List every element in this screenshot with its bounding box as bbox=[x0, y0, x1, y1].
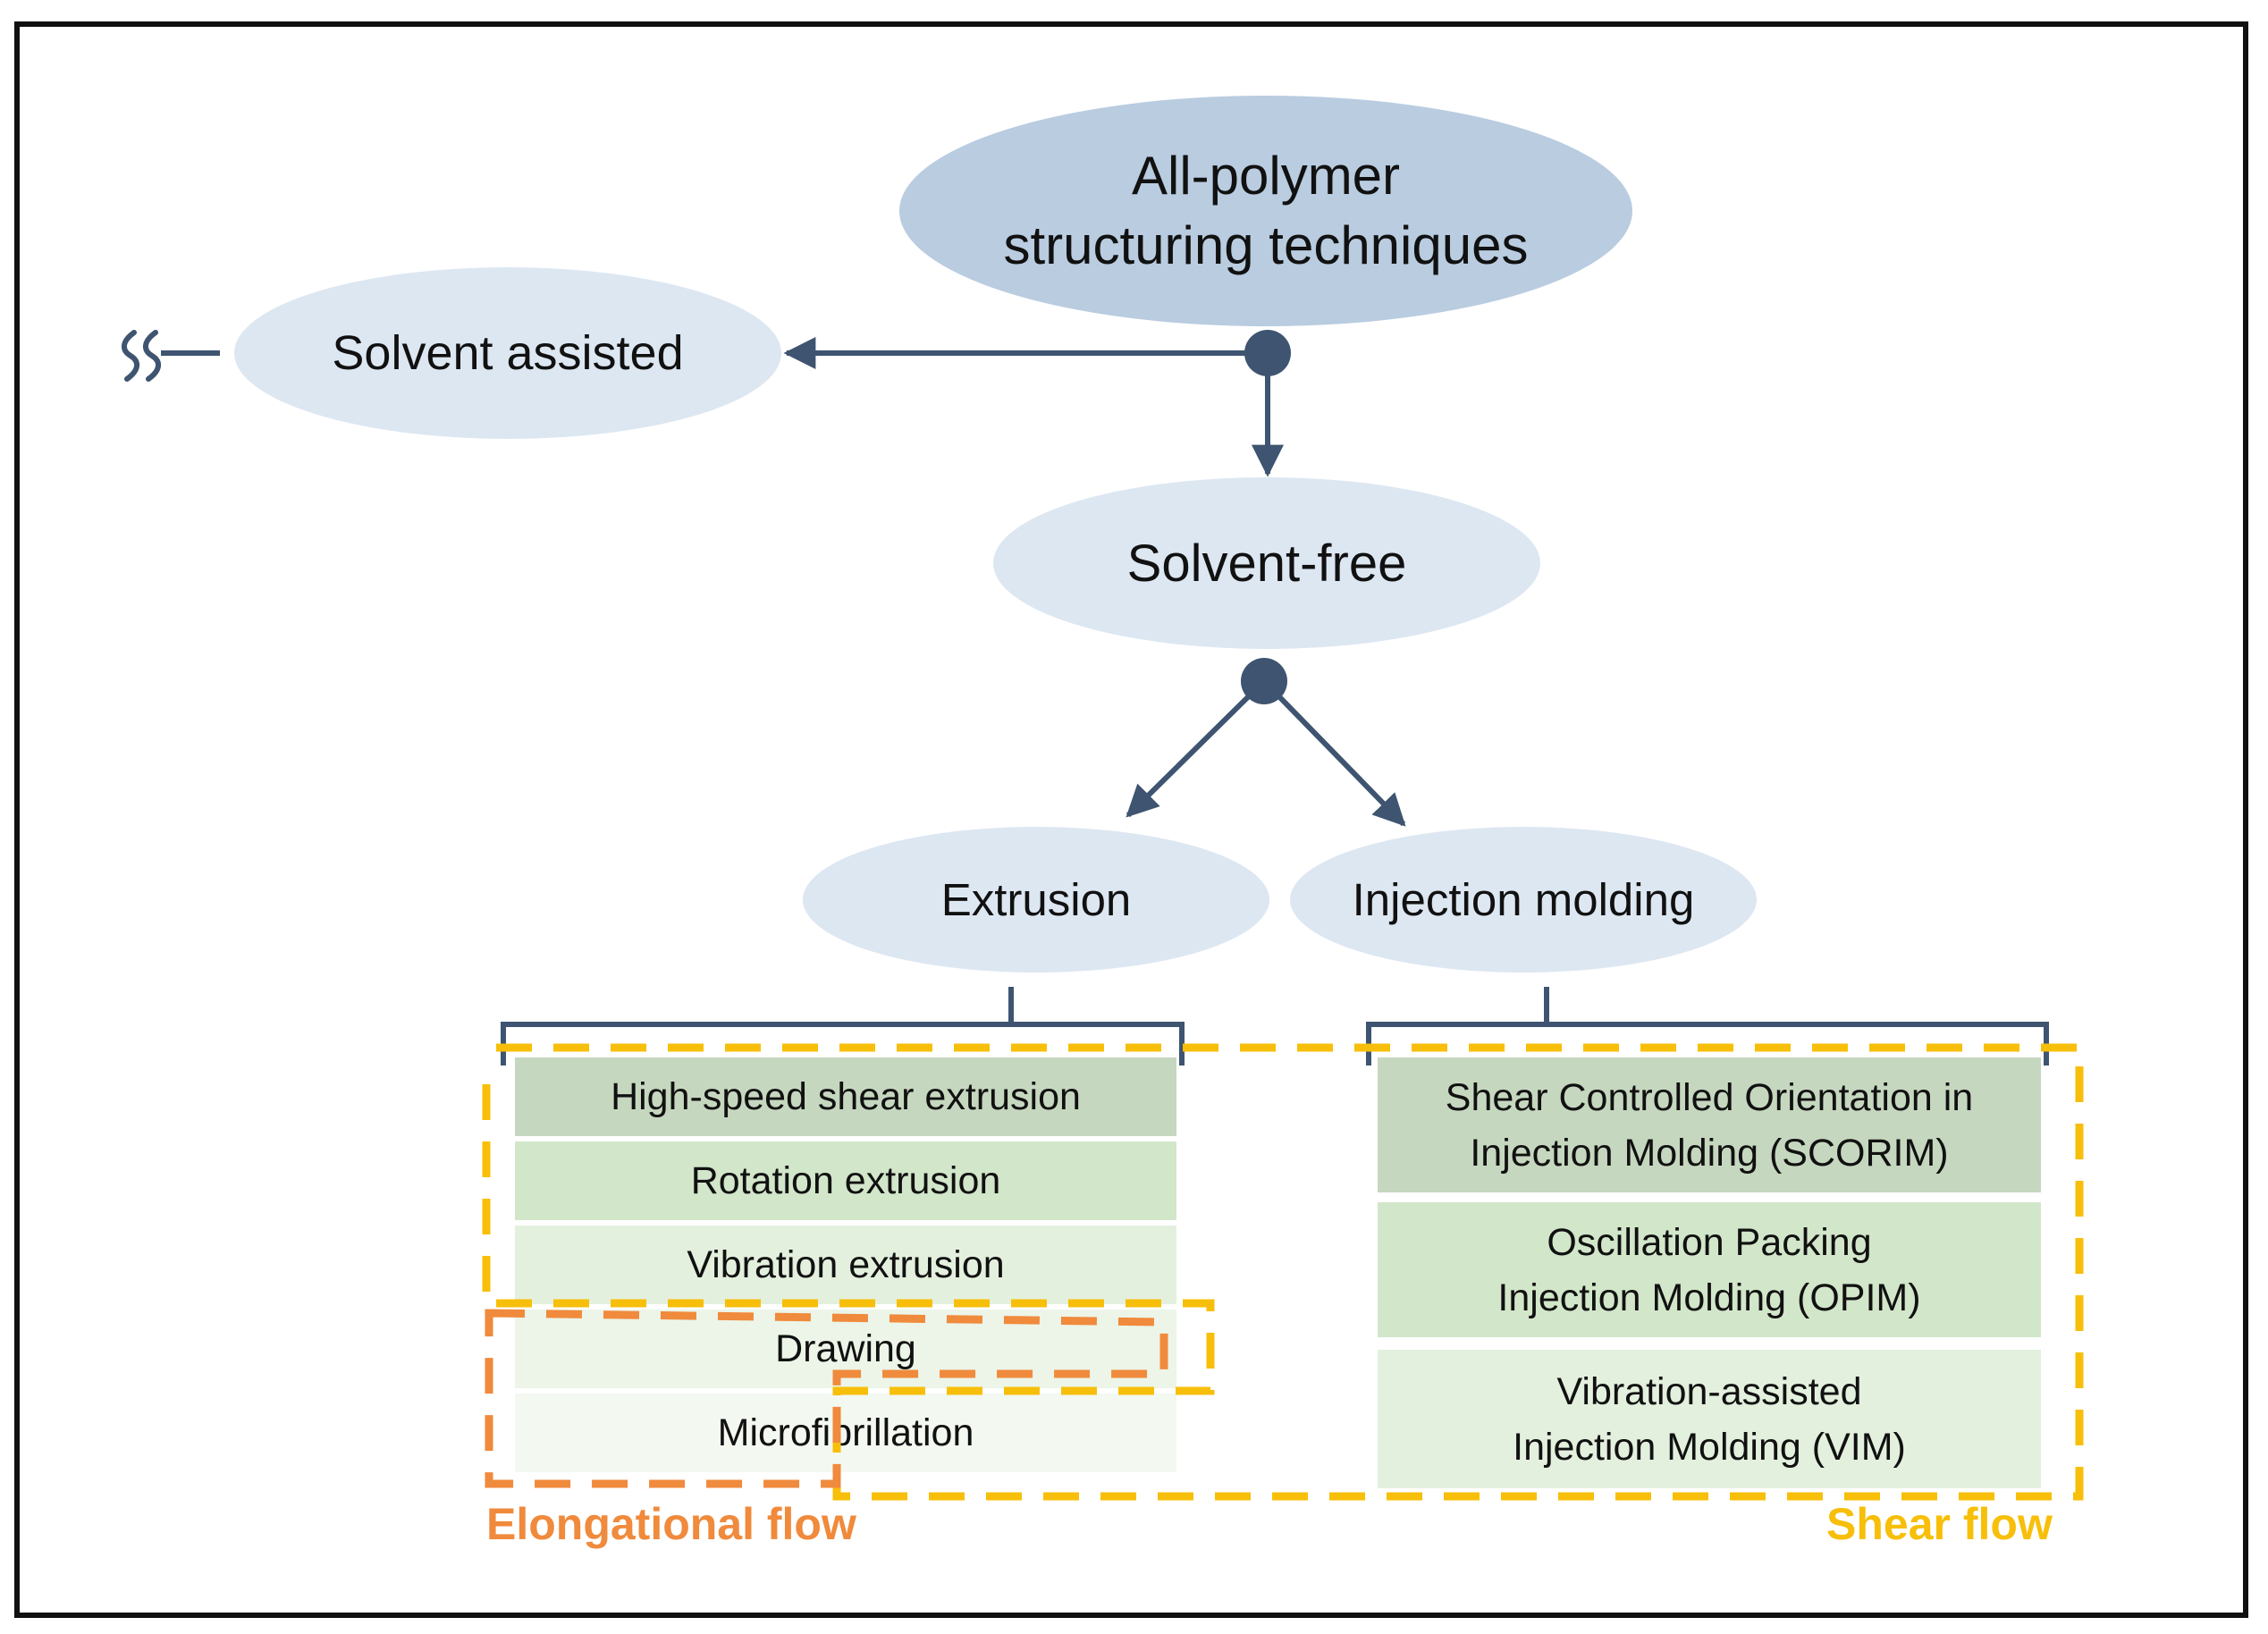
root-node-label: All-polymer structuring techniques bbox=[1003, 146, 1529, 275]
extrusion-label: Extrusion bbox=[940, 874, 1132, 925]
root-node: All-polymer structuring techniques bbox=[899, 96, 1632, 326]
extrusion-technique-label: Rotation extrusion bbox=[690, 1159, 1001, 1202]
extrusion-technique-box: Vibration extrusion bbox=[515, 1226, 1176, 1304]
extrusion-technique-label: High-speed shear extrusion bbox=[611, 1075, 1081, 1118]
extrusion-node: Extrusion bbox=[803, 827, 1269, 973]
extrusion-technique-box: Microfibrillation bbox=[515, 1394, 1176, 1472]
wavy-break-icon bbox=[122, 330, 161, 382]
extrusion-technique-label: Microfibrillation bbox=[717, 1411, 974, 1454]
extrusion-technique-box: High-speed shear extrusion bbox=[515, 1057, 1176, 1136]
extrusion-technique-box: Drawing bbox=[515, 1310, 1176, 1388]
solvent-free-node: Solvent-free bbox=[993, 477, 1540, 649]
injection-technique-label: Oscillation Packing Injection Molding (O… bbox=[1497, 1220, 1921, 1319]
injection-technique-box: Oscillation Packing Injection Molding (O… bbox=[1378, 1202, 2041, 1337]
extrusion-technique-label: Vibration extrusion bbox=[687, 1243, 1005, 1286]
solvent-assisted-label: Solvent assisted bbox=[332, 326, 684, 380]
injection-technique-box: Vibration-assisted Injection Molding (VI… bbox=[1378, 1350, 2041, 1488]
injection-technique-label: Shear Controlled Orientation in Injectio… bbox=[1445, 1075, 1974, 1175]
solvent-free-label: Solvent-free bbox=[1126, 534, 1407, 593]
injection-technique-label: Vibration-assisted Injection Molding (VI… bbox=[1513, 1369, 1906, 1469]
arrow-to-extrusion bbox=[1126, 678, 1267, 818]
injection-molding-label: Injection molding bbox=[1352, 874, 1695, 925]
figure-frame bbox=[14, 21, 2248, 1618]
elongational-flow-label: Elongational flow bbox=[486, 1499, 856, 1549]
injection-bracket bbox=[1366, 987, 2049, 1065]
extrusion-bracket bbox=[501, 987, 1185, 1065]
injection-molding-node: Injection molding bbox=[1290, 827, 1757, 973]
injection-technique-box: Shear Controlled Orientation in Injectio… bbox=[1378, 1057, 2041, 1192]
extrusion-technique-box: Rotation extrusion bbox=[515, 1141, 1176, 1220]
shear-flow-label: Shear flow bbox=[1826, 1499, 2053, 1549]
extrusion-technique-label: Drawing bbox=[775, 1327, 916, 1370]
arrow-to-injection-molding bbox=[1261, 678, 1406, 827]
solvent-assisted-node: Solvent assisted bbox=[234, 267, 781, 439]
